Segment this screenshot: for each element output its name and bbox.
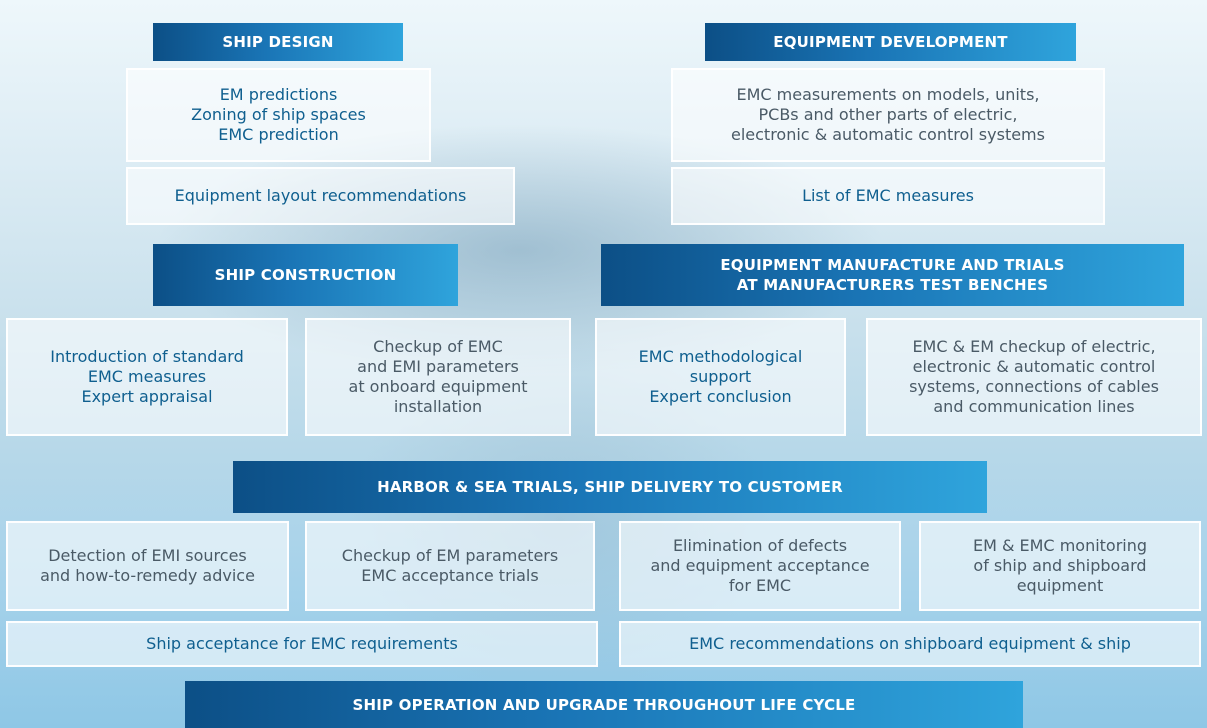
header-equipment-development: EQUIPMENT DEVELOPMENT	[705, 23, 1076, 61]
text-line: and communication lines	[933, 397, 1135, 416]
text-line: EM predictions	[219, 85, 338, 104]
text-line: Checkup of EM parameters	[341, 546, 559, 565]
box-em-predictions: EM predictions Zoning of ship spaces EMC…	[126, 68, 431, 162]
text-line: Checkup of EMC	[373, 337, 503, 356]
header-ship-operation: SHIP OPERATION AND UPGRADE THROUGHOUT LI…	[185, 681, 1023, 728]
header-manufacture-line2: AT MANUFACTURERS TEST BENCHES	[736, 276, 1049, 294]
text-line: EMC methodological	[638, 347, 803, 366]
text-line: of ship and shipboard	[973, 556, 1147, 575]
header-equipment-development-label: EQUIPMENT DEVELOPMENT	[773, 33, 1008, 51]
text-line: for EMC	[728, 576, 792, 595]
text-line: Ship acceptance for EMC requirements	[146, 634, 458, 653]
text-line: Expert conclusion	[649, 387, 792, 406]
text-line: Detection of EMI sources	[48, 546, 247, 565]
text-line: and EMI parameters	[357, 357, 519, 376]
text-line: at onboard equipment	[348, 377, 528, 396]
box-checkup-em-parameters: Checkup of EM parameters EMC acceptance …	[305, 521, 595, 611]
header-ship-design-label: SHIP DESIGN	[222, 33, 334, 51]
text-line: EMC acceptance trials	[361, 566, 539, 585]
text-line: EMC recommendations on shipboard equipme…	[689, 634, 1131, 653]
text-line: electronic & automatic control systems	[731, 125, 1045, 144]
text-line: Equipment layout recommendations	[174, 186, 467, 205]
text-line: Expert appraisal	[81, 387, 213, 406]
box-list-emc-measures: List of EMC measures	[671, 167, 1105, 225]
box-emc-methodological: EMC methodological support Expert conclu…	[595, 318, 846, 436]
box-detection-emi: Detection of EMI sources and how-to-reme…	[6, 521, 289, 611]
header-ship-construction-label: SHIP CONSTRUCTION	[214, 266, 397, 284]
text-line: Elimination of defects	[672, 536, 848, 555]
box-elimination-defects: Elimination of defects and equipment acc…	[619, 521, 901, 611]
box-emc-measurements: EMC measurements on models, units, PCBs …	[671, 68, 1105, 162]
box-em-emc-monitoring: EM & EMC monitoring of ship and shipboar…	[919, 521, 1201, 611]
text-line: EMC measurements on models, units,	[736, 85, 1040, 104]
header-equipment-manufacture: EQUIPMENT MANUFACTURE AND TRIALS AT MANU…	[601, 244, 1184, 306]
text-line: Zoning of ship spaces	[191, 105, 366, 124]
box-emc-recommendations: EMC recommendations on shipboard equipme…	[619, 621, 1201, 667]
text-line: EMC & EM checkup of electric,	[912, 337, 1156, 356]
header-ship-design: SHIP DESIGN	[153, 23, 403, 61]
text-line: installation	[393, 397, 483, 416]
text-line: PCBs and other parts of electric,	[758, 105, 1018, 124]
text-line: EMC measures	[87, 367, 207, 386]
header-manufacture-line1: EQUIPMENT MANUFACTURE AND TRIALS	[720, 256, 1065, 274]
text-line: equipment	[1016, 576, 1104, 595]
header-harbor-sea-trials-label: HARBOR & SEA TRIALS, SHIP DELIVERY TO CU…	[377, 478, 843, 496]
text-line: support	[689, 367, 752, 386]
header-ship-construction: SHIP CONSTRUCTION	[153, 244, 458, 306]
text-line: Introduction of standard	[50, 347, 244, 366]
text-line: systems, connections of cables	[909, 377, 1159, 396]
box-equipment-layout: Equipment layout recommendations	[126, 167, 515, 225]
text-line: EMC prediction	[218, 125, 339, 144]
box-ship-acceptance: Ship acceptance for EMC requirements	[6, 621, 598, 667]
box-checkup-emc-emi: Checkup of EMC and EMI parameters at onb…	[305, 318, 571, 436]
text-line: List of EMC measures	[802, 186, 974, 205]
text-line: and equipment acceptance	[650, 556, 870, 575]
text-line: EM & EMC monitoring	[972, 536, 1148, 555]
box-emc-em-checkup: EMC & EM checkup of electric, electronic…	[866, 318, 1202, 436]
box-introduction-standard: Introduction of standard EMC measures Ex…	[6, 318, 288, 436]
header-harbor-sea-trials: HARBOR & SEA TRIALS, SHIP DELIVERY TO CU…	[233, 461, 987, 513]
text-line: and how-to-remedy advice	[40, 566, 255, 585]
text-line: electronic & automatic control	[912, 357, 1156, 376]
header-ship-operation-label: SHIP OPERATION AND UPGRADE THROUGHOUT LI…	[352, 695, 856, 714]
